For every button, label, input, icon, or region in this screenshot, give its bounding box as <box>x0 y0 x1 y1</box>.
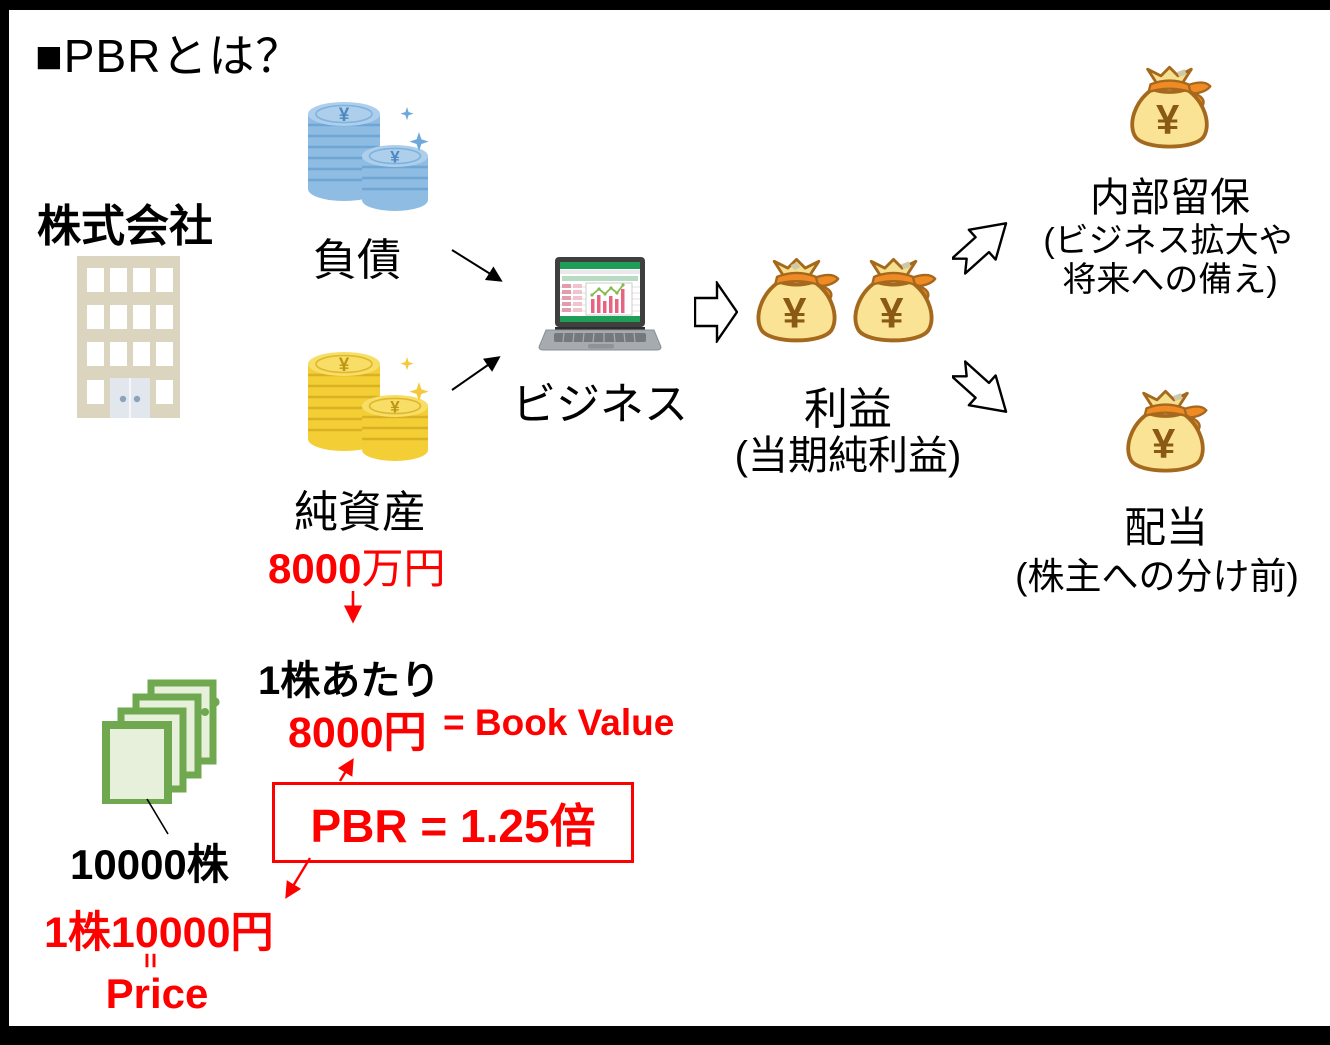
arrow-liabilities-to-business <box>451 249 503 282</box>
retained-earnings-note-1: (ビジネス拡大や <box>1043 222 1293 260</box>
net-assets-amount: 8000万円 <box>268 535 445 596</box>
business-label: ビジネス <box>512 380 688 429</box>
net-assets-label: 純資産 <box>294 488 426 537</box>
yen-glyph: ¥ <box>390 148 400 167</box>
book-value-number: 8000 <box>288 709 384 757</box>
frame-left <box>0 0 9 1045</box>
block-arrow-right-icon <box>694 281 738 343</box>
retained-earnings-note-2: 将来への備え) <box>1062 261 1278 299</box>
yen-glyph: ¥ <box>1156 96 1180 143</box>
net-assets-amount-unit: 万円 <box>361 545 446 592</box>
share-price-value: 1株10000円 <box>44 909 274 957</box>
blue-coin-stack-icon: ¥ ¥ <box>300 99 430 217</box>
money-bag-icon: ¥ <box>845 256 942 352</box>
stock-certificates-icon <box>102 678 220 804</box>
liabilities-label: 負債 <box>313 236 401 285</box>
book-value-equation: = Book Value <box>443 702 675 743</box>
sparkle-icon <box>409 132 429 152</box>
dividend-note: (株主への分け前) <box>1015 556 1299 597</box>
company-building-icon <box>77 256 180 418</box>
branch-arrow-down-icon <box>952 355 1014 427</box>
branch-arrow-up-icon <box>952 208 1014 280</box>
sparkle-icon <box>400 107 414 121</box>
arrow-pbr-to-price <box>285 857 312 899</box>
laptop-spreadsheet-icon <box>538 257 662 352</box>
retained-earnings-label: 内部留保 <box>1090 176 1250 220</box>
book-value-amount: 8000円 <box>288 698 427 760</box>
yellow-coin-stack-icon: ¥ ¥ <box>300 349 430 467</box>
pbr-formula: PBR = 1.25倍 <box>310 799 596 852</box>
money-bag-icon: ¥ <box>748 256 845 352</box>
arrow-pbr-to-book-value <box>337 758 354 782</box>
pbr-formula-box: PBR = 1.25倍 <box>272 782 634 863</box>
money-bag-icon: ¥ <box>1118 388 1213 482</box>
shares-count: 10000株 <box>70 841 229 888</box>
yen-glyph: ¥ <box>1152 420 1176 467</box>
certificate-pointer-line <box>146 798 169 835</box>
yen-glyph: ¥ <box>880 289 904 337</box>
yen-glyph: ¥ <box>390 398 400 417</box>
yen-glyph: ¥ <box>339 355 350 376</box>
money-bag-icon: ¥ <box>1122 64 1217 158</box>
per-share-heading: 1株あたり <box>258 659 441 703</box>
yen-glyph: ¥ <box>339 105 350 126</box>
sparkle-icon <box>400 357 414 371</box>
dividend-label: 配当 <box>1123 504 1209 551</box>
page-title: ■PBRとは？ <box>35 30 303 82</box>
profit-note: (当期純利益) <box>734 434 962 478</box>
profit-label: 利益 <box>804 385 892 434</box>
share-price-label: Price <box>105 970 209 1017</box>
arrow-net-assets-to-business <box>451 356 501 391</box>
frame-bottom <box>0 1026 1330 1045</box>
book-value-unit: 円 <box>383 709 427 757</box>
frame-top <box>0 0 1330 10</box>
share-price-equals: = <box>135 952 166 969</box>
net-assets-amount-number: 8000 <box>268 545 362 592</box>
sparkle-icon <box>409 382 429 402</box>
company-label: 株式会社 <box>37 202 213 251</box>
yen-glyph: ¥ <box>783 289 807 337</box>
